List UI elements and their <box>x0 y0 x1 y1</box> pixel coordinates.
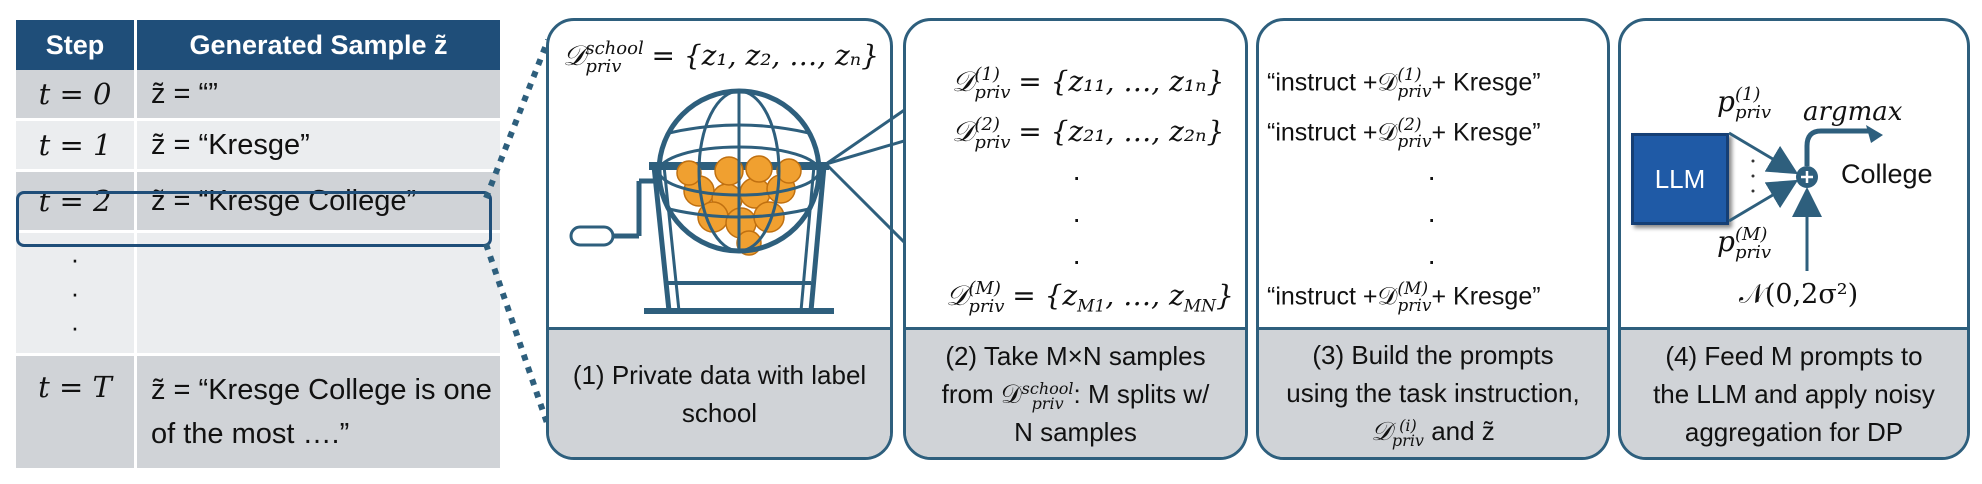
prompt-prefix: “instruct +𝒟 <box>1267 118 1398 147</box>
prompt-2: “instruct +𝒟(2)priv+ Kresge” <box>1267 117 1541 151</box>
partition-1-rhs: = {z₁₁, …, z₁ₙ} <box>1018 65 1225 98</box>
table-header: Step Generated Sample z̃ <box>16 20 500 70</box>
caption-4: (4) Feed M prompts to the LLM and apply … <box>1621 327 1967 457</box>
highlight-box <box>16 191 492 247</box>
sub: priv <box>974 81 1011 103</box>
step-cell: t = 2 <box>38 184 112 218</box>
partition-m: 𝒟(M)priv = {zM1, …, zMN} <box>946 277 1234 317</box>
sub: priv <box>1734 101 1771 123</box>
lottery-cage-icon <box>569 88 834 314</box>
ellipsis-dot: · <box>1072 203 1082 234</box>
ellipsis-dot: · <box>1427 203 1437 234</box>
sup: (1) <box>974 63 1000 85</box>
sub: priv <box>1391 431 1424 451</box>
sub: priv <box>1031 393 1064 413</box>
ellipsis-dot: · <box>1427 245 1437 276</box>
rhs-a: = {z <box>1012 279 1078 312</box>
table-row-ellipsis: · · · <box>16 233 500 353</box>
sample-cell: z̃ = “Kresge College” <box>151 184 417 217</box>
column-divider <box>134 70 137 468</box>
caption-2-line-2b: : M splits w/ <box>1073 378 1210 409</box>
rhs-mid: , …, z <box>1105 279 1184 312</box>
sub: priv <box>968 295 1005 317</box>
sample-cell: z̃ = “Kresge College is one of the most … <box>151 374 492 450</box>
sub: priv <box>585 55 622 77</box>
sup: school <box>585 37 644 59</box>
table-row: t = T z̃ = “Kresge College is one of the… <box>16 356 500 468</box>
sup: (2) <box>1397 115 1422 135</box>
steps-table: Step Generated Sample z̃ t = 0 z̃ = “” t… <box>16 20 500 468</box>
output-token: College <box>1841 159 1933 189</box>
caption-3-line-3: and z̃ <box>1431 416 1495 446</box>
header-step: Step <box>16 20 137 70</box>
sub: priv <box>974 131 1011 153</box>
sample-cell: z̃ = “Kresge” <box>151 128 310 161</box>
sub: priv <box>1397 296 1432 316</box>
header-sample: Generated Sample z̃ <box>189 30 448 60</box>
partition-1: 𝒟(1)priv = {z₁₁, …, z₁ₙ} <box>952 63 1225 103</box>
sup: (M) <box>1397 279 1429 299</box>
panel-noisy-aggregation: LLM p(1)priv p(M)priv argmax College 𝒩(0… <box>1618 18 1970 460</box>
step-cell: · · · <box>70 244 80 342</box>
sup: (1) <box>1734 83 1761 105</box>
step-cell: t = 0 <box>38 77 112 111</box>
ellipsis-dot: · <box>1427 161 1437 192</box>
d-symbol: 𝒟 <box>563 39 586 72</box>
caption-3: (3) Build the prompts using the task ins… <box>1259 327 1607 457</box>
step-cell: t = 1 <box>38 128 112 162</box>
prob-m: p(M)priv <box>1717 223 1771 263</box>
sup: (M) <box>968 277 1001 299</box>
table-row: t = 0 z̃ = “” <box>16 70 500 118</box>
prompt-suffix: + Kresge” <box>1431 68 1541 97</box>
partition-2-rhs: = {z₂₁, …, z₂ₙ} <box>1018 115 1225 148</box>
step-cell: t = T <box>38 370 112 404</box>
prob-1: p(1)priv <box>1717 83 1771 123</box>
aggregation-arrows <box>1728 125 1883 271</box>
caption-2-line-2a: from 𝒟 <box>941 378 1022 409</box>
prompt-suffix: + Kresge” <box>1431 118 1541 147</box>
rhs-end: } <box>1216 279 1234 312</box>
panel-split-samples: 𝒟(1)priv = {z₁₁, …, z₁ₙ} 𝒟(2)priv = {z₂₁… <box>903 18 1248 460</box>
sub: priv <box>1397 132 1432 152</box>
sup: (2) <box>974 113 1000 135</box>
sample-cell: z̃ = “” <box>151 77 218 110</box>
caption-1: (1) Private data with label school <box>549 327 890 457</box>
caption-4-line-2: the LLM and apply noisy <box>1653 378 1935 409</box>
ellipsis-dot: · <box>1072 245 1082 276</box>
sub: priv <box>1734 241 1771 263</box>
noise-label: 𝒩(0,2σ²) <box>1739 279 1859 310</box>
set-rhs: = {z₁, z₂, …, zₙ} <box>651 39 879 72</box>
sub: priv <box>1397 82 1432 102</box>
partition-2: 𝒟(2)priv = {z₂₁, …, z₂ₙ} <box>952 113 1225 153</box>
prompt-prefix: “instruct +𝒟 <box>1267 68 1398 97</box>
caption-3-line-2: using the task instruction, <box>1286 378 1580 408</box>
caption-2-line-1: (2) Take M×N samples <box>945 340 1206 371</box>
llm-box: LLM <box>1631 133 1729 225</box>
table-row-highlighted: t = 2 z̃ = “Kresge College” <box>16 172 500 230</box>
sup: (M) <box>1734 223 1768 245</box>
caption-2-line-3: N samples <box>1014 416 1137 447</box>
panel-build-prompts: “instruct +𝒟(1)priv+ Kresge” “instruct +… <box>1256 18 1610 460</box>
prompt-suffix: + Kresge” <box>1431 282 1541 311</box>
sup: school <box>1021 378 1074 398</box>
caption-4-line-3: aggregation for DP <box>1684 416 1904 447</box>
caption-4-line-1: (4) Feed M prompts to <box>1665 340 1923 371</box>
prompt-1: “instruct +𝒟(1)priv+ Kresge” <box>1267 67 1541 101</box>
prompt-m: “instruct +𝒟(M)priv+ Kresge” <box>1267 281 1541 315</box>
ellipsis-dot: · <box>1072 161 1082 192</box>
sup: (1) <box>1397 65 1422 85</box>
argmax-label: argmax <box>1803 97 1903 127</box>
rhs-sub2: MN <box>1183 296 1217 317</box>
rhs-sub1: M1 <box>1077 296 1106 317</box>
table-row: t = 1 z̃ = “Kresge” <box>16 121 500 169</box>
caption-3-line-1: (3) Build the prompts <box>1312 340 1554 370</box>
prompt-prefix: “instruct +𝒟 <box>1267 282 1398 311</box>
sup: (i) <box>1399 416 1417 436</box>
